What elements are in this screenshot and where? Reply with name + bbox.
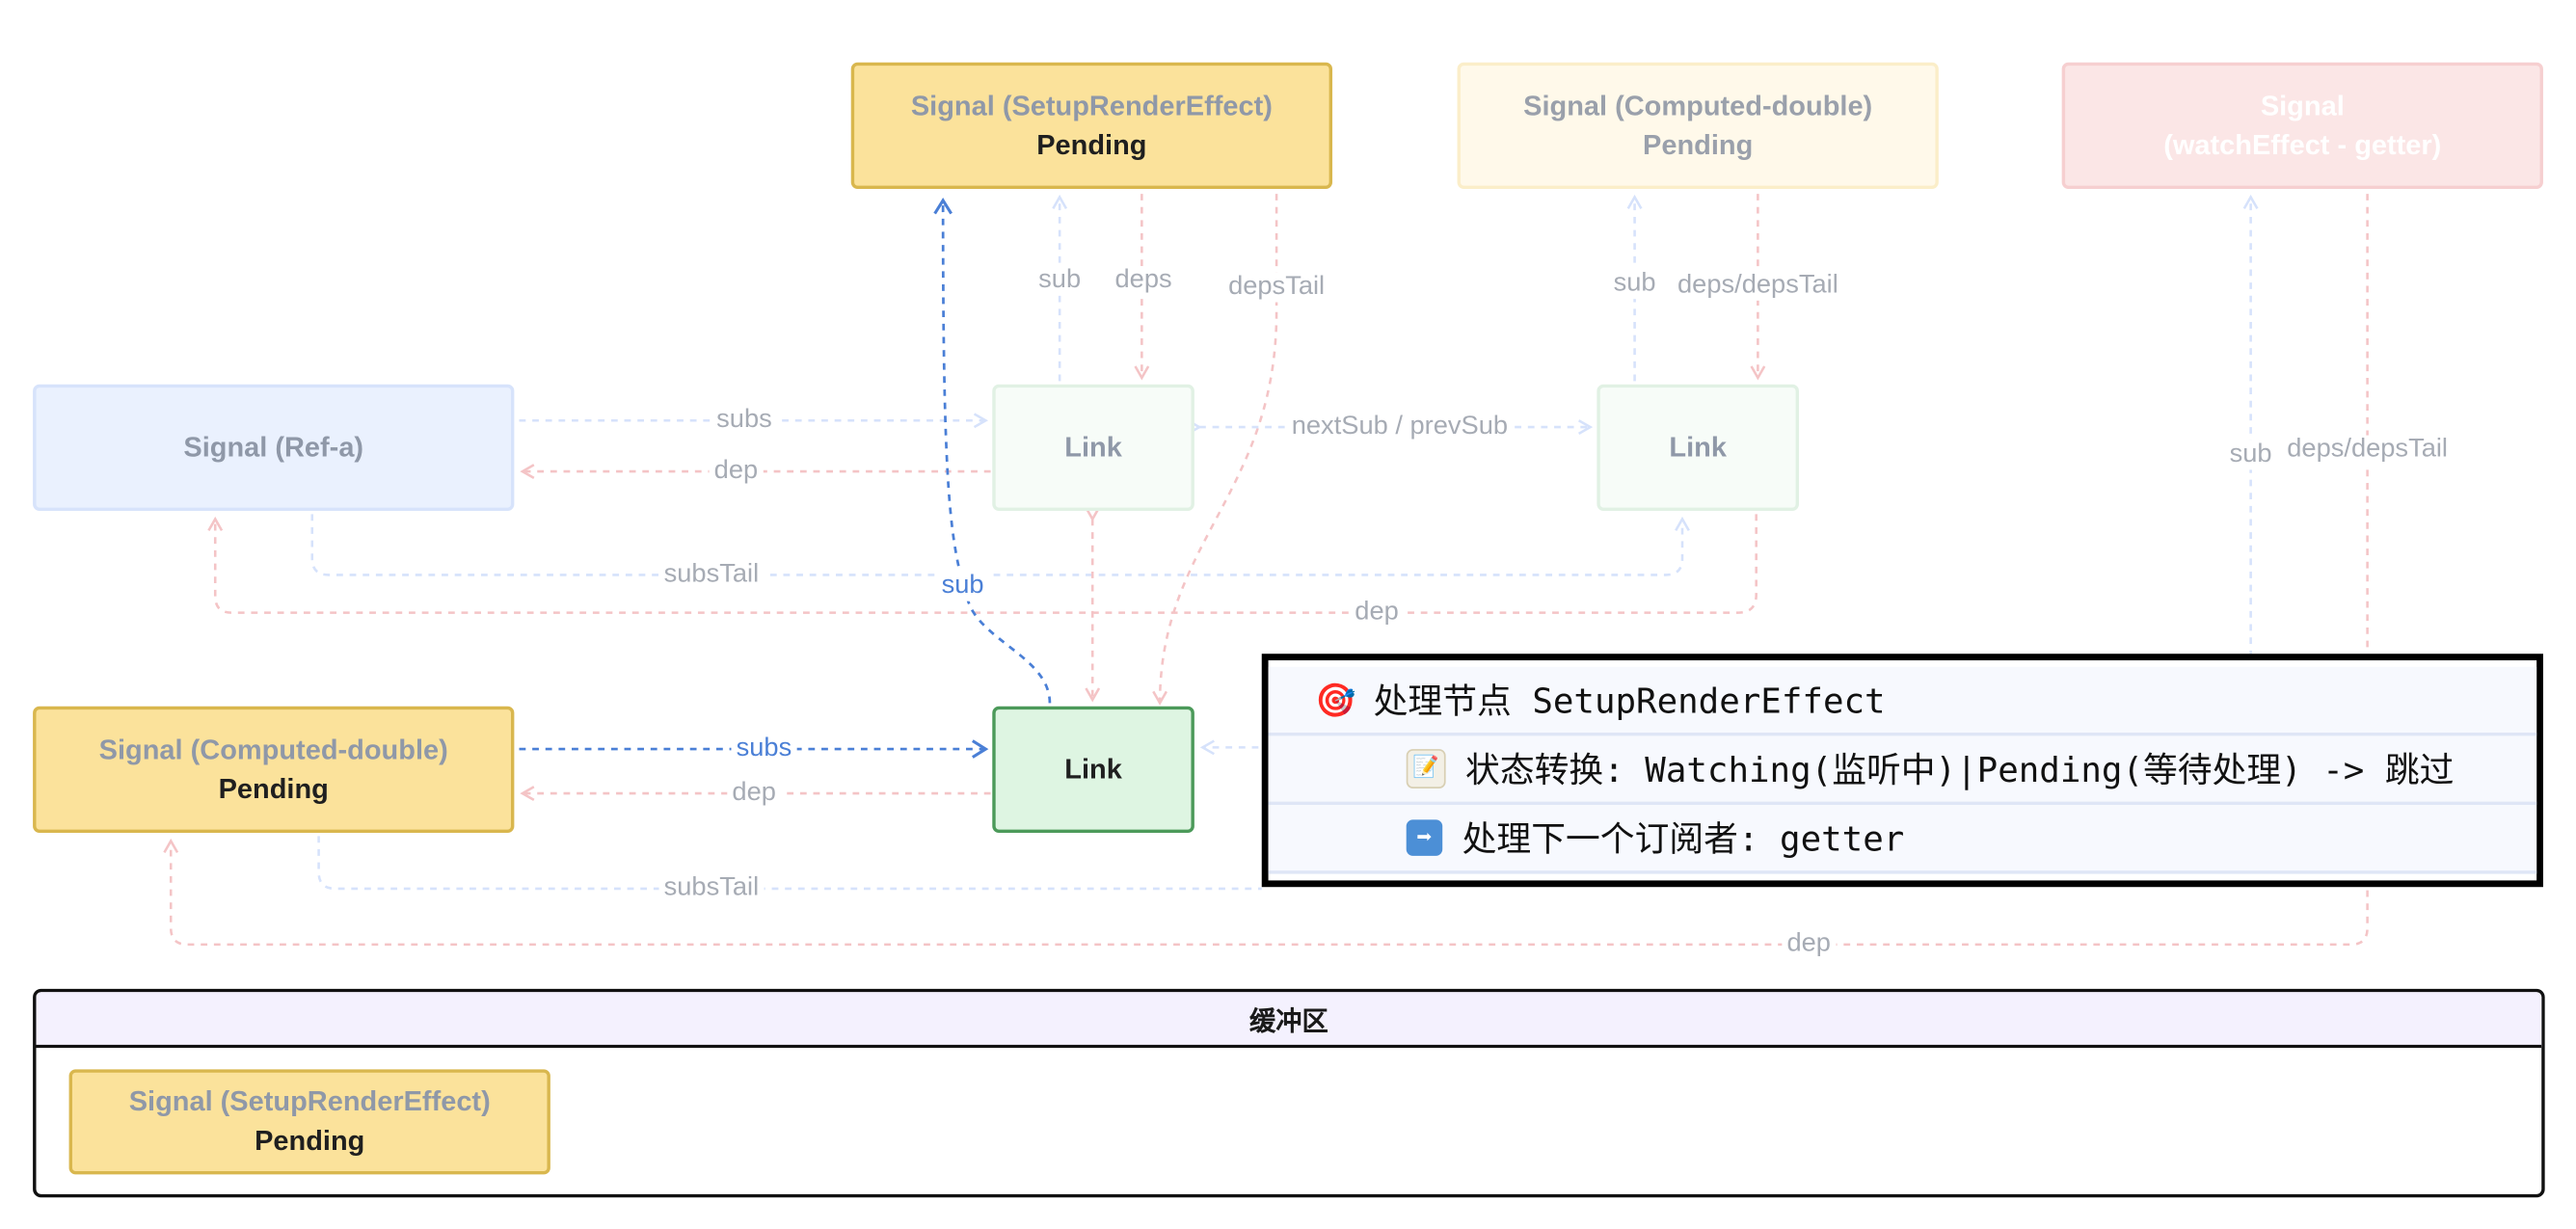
node-title: Signal (Computed-double) <box>1523 89 1873 121</box>
node-title: Signal (SetupRenderEffect) <box>128 1085 491 1117</box>
node-signal-setuprendereffect: Signal (SetupRenderEffect) Pending <box>850 62 1333 189</box>
node-title: Signal <box>2260 89 2345 121</box>
buffer-item-signal-setuprendereffect: Signal (SetupRenderEffect) Pending <box>68 1069 550 1175</box>
node-title: Signal (SetupRenderEffect) <box>910 89 1273 121</box>
log-panel: 🎯 处理节点 SetupRenderEffect 📝 状态转换: Watchin… <box>1261 654 2543 888</box>
edge-label-dep: dep <box>709 456 764 487</box>
edge-label-substail: subsTail <box>658 873 765 904</box>
buffer-title: 缓冲区 <box>36 992 2542 1049</box>
edge-dep-right-link-to-ref <box>207 514 1758 614</box>
edge-label-dep: dep <box>1782 929 1837 960</box>
log-text: 处理节点 SetupRenderEffect <box>1373 681 1886 722</box>
log-row: ➡ 处理下一个订阅者: getter <box>1268 805 2537 874</box>
node-signal-computed-double-left: Signal (Computed-double) Pending <box>33 706 515 833</box>
edge-label-deps-depstail: deps/depsTail <box>2282 435 2454 466</box>
node-signal-ref-a: Signal (Ref-a) <box>33 384 515 511</box>
edge-label-sub: sub <box>1608 269 1661 300</box>
log-text: 状态转换: Watching(监听中)|Pending(等待处理) -> 跳过 <box>1465 750 2455 790</box>
node-link-active: Link <box>992 706 1194 833</box>
node-title: Link <box>1064 753 1122 785</box>
node-title: Signal (Computed-double) <box>98 733 448 765</box>
edge-label-dep: dep <box>1350 598 1404 628</box>
edge-dep-bottom <box>163 838 2369 947</box>
node-link-mid-left: Link <box>992 384 1194 511</box>
node-subtitle: (watchEffect - getter) <box>2163 128 2442 161</box>
edge-label-sub-active: sub <box>936 572 989 601</box>
edge-label-subs: subs <box>711 405 777 436</box>
node-title: Signal (Ref-a) <box>183 431 364 463</box>
target-icon: 🎯 <box>1315 680 1356 720</box>
edge-label-dep: dep <box>727 778 782 809</box>
buffer-panel: 缓冲区 Signal (SetupRenderEffect) Pending <box>33 988 2545 1198</box>
edge-label-depstail: depsTail <box>1222 272 1330 303</box>
log-text: 处理下一个订阅者: getter <box>1462 819 1905 860</box>
arrow-right-icon: ➡ <box>1406 819 1443 856</box>
edge-substail-computed <box>317 836 1262 891</box>
edge-label-subs-active: subs <box>731 734 797 764</box>
node-status: Pending <box>255 1125 365 1157</box>
node-title: Link <box>1669 431 1727 463</box>
node-status: Pending <box>1643 128 1754 161</box>
edge-label-deps: deps <box>1110 266 1177 296</box>
log-row: 🎯 处理节点 SetupRenderEffect <box>1268 666 2537 736</box>
node-status: Pending <box>1036 128 1147 161</box>
node-signal-computed-double-top: Signal (Computed-double) Pending <box>1457 62 1939 189</box>
node-signal-watcheffect-getter: Signal (watchEffect - getter) <box>2061 62 2543 189</box>
node-link-mid-right: Link <box>1597 384 1799 511</box>
node-status: Pending <box>218 772 329 805</box>
node-title: Link <box>1064 431 1122 463</box>
edge-label-substail: subsTail <box>658 560 765 590</box>
memo-icon: 📝 <box>1406 749 1446 788</box>
edge-label-deps-depstail: deps/depsTail <box>1672 271 1843 301</box>
edge-label-sub: sub <box>2224 440 2277 470</box>
edge-label-nextsub-prevsub: nextSub / prevSub <box>1286 412 1514 442</box>
log-row: 📝 状态转换: Watching(监听中)|Pending(等待处理) -> 跳… <box>1268 735 2537 806</box>
edge-label-sub: sub <box>1033 266 1087 296</box>
edge-substail-ref <box>310 514 1690 576</box>
